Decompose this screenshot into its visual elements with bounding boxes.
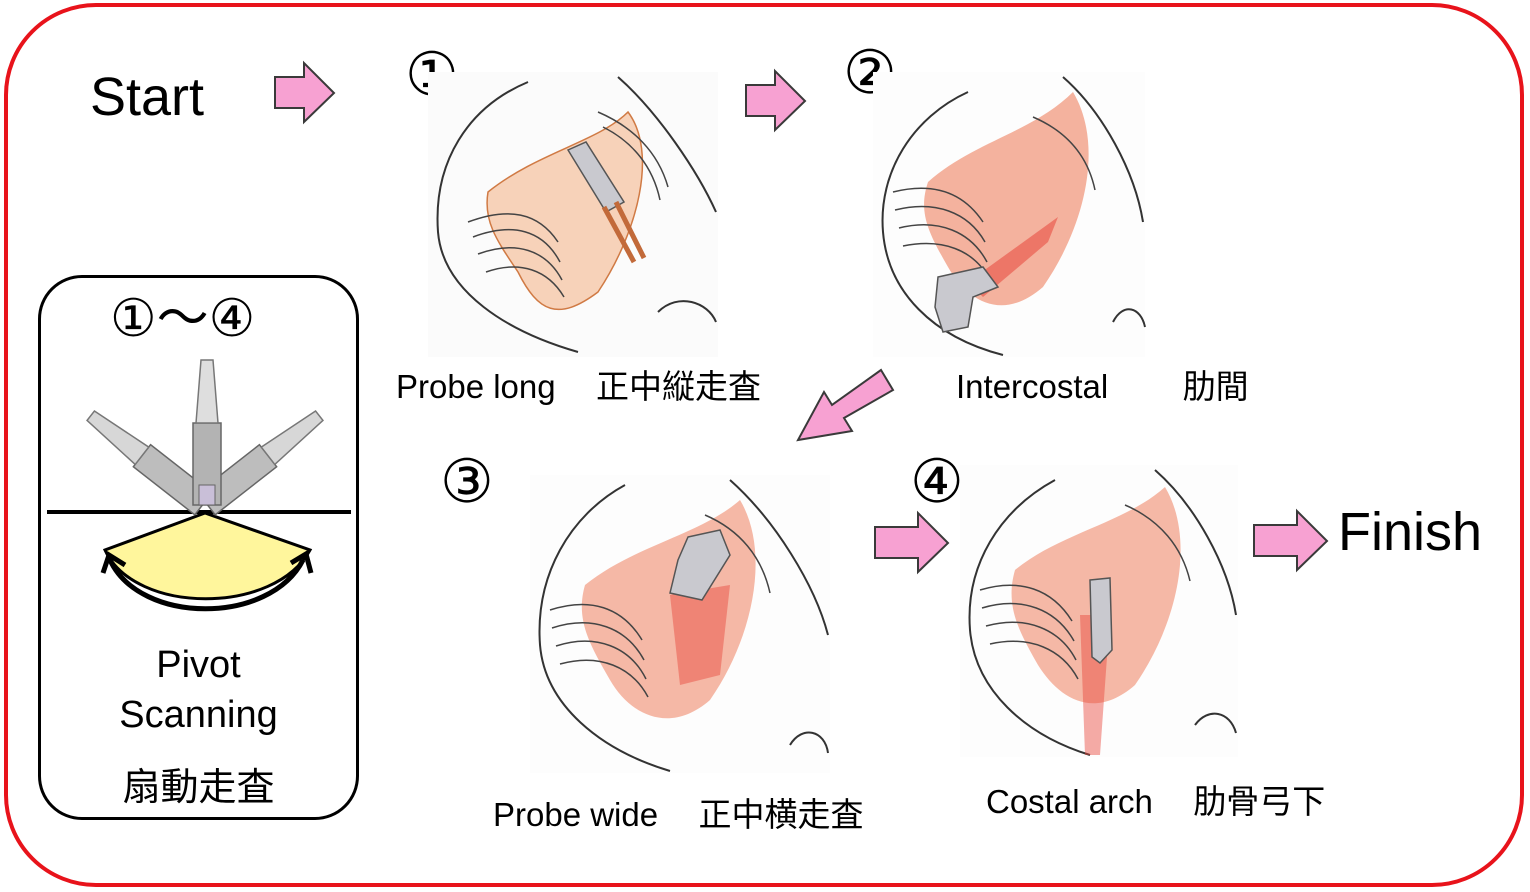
pivot-title-line1: Pivot [156, 644, 241, 686]
rotation-arc [107, 558, 306, 612]
start-label: Start [90, 67, 205, 127]
step-4-caption-jp: 肋骨弓下 [1193, 783, 1326, 820]
step-3-caption: Probe wide 正中横走査 [493, 798, 863, 831]
step-4-illustration [960, 465, 1238, 757]
step-1-illustration [428, 72, 718, 357]
rotation-arrowhead-right [289, 550, 314, 574]
flow-arrow-3-4 [874, 510, 950, 575]
step-4-caption: Costal arch 肋骨弓下 [986, 785, 1325, 818]
pivot-scanning-panel [38, 275, 359, 820]
step-3-caption-jp: 正中横走査 [698, 796, 864, 833]
rotation-arrowhead-left [100, 551, 127, 574]
flow-arrow-finish [1253, 508, 1329, 573]
step-1-caption-jp: 正中縦走査 [595, 368, 761, 405]
step-2-illustration [873, 72, 1146, 357]
pivot-title-jp: 扇動走査 [122, 765, 275, 809]
pivot-title-line2: Scanning [119, 694, 278, 736]
step-4-number: ④ [910, 447, 964, 517]
pivot-range-label: ①～④ [110, 289, 256, 349]
outer-frame [4, 3, 1524, 887]
probe-center [192, 359, 222, 506]
step-2-caption: Intercostal 肋間 [956, 370, 1249, 403]
step-3-number: ③ [440, 447, 494, 517]
step-2-caption-jp: 肋間 [1182, 368, 1249, 405]
step-3-caption-en: Probe wide [493, 796, 659, 833]
step-1-caption-en: Probe long [396, 368, 556, 405]
pivot-diagram [47, 359, 351, 612]
step-4-caption-en: Costal arch [986, 783, 1153, 820]
flow-arrow-1-2 [745, 68, 807, 133]
flow-arrow-2-3 [796, 368, 895, 442]
step-2-caption-en: Intercostal [956, 368, 1109, 405]
flow-arrow-start [274, 60, 336, 125]
step-1-caption: Probe long 正中縦走査 [396, 370, 761, 403]
step-3-illustration [530, 475, 830, 773]
finish-label: Finish [1338, 502, 1483, 562]
